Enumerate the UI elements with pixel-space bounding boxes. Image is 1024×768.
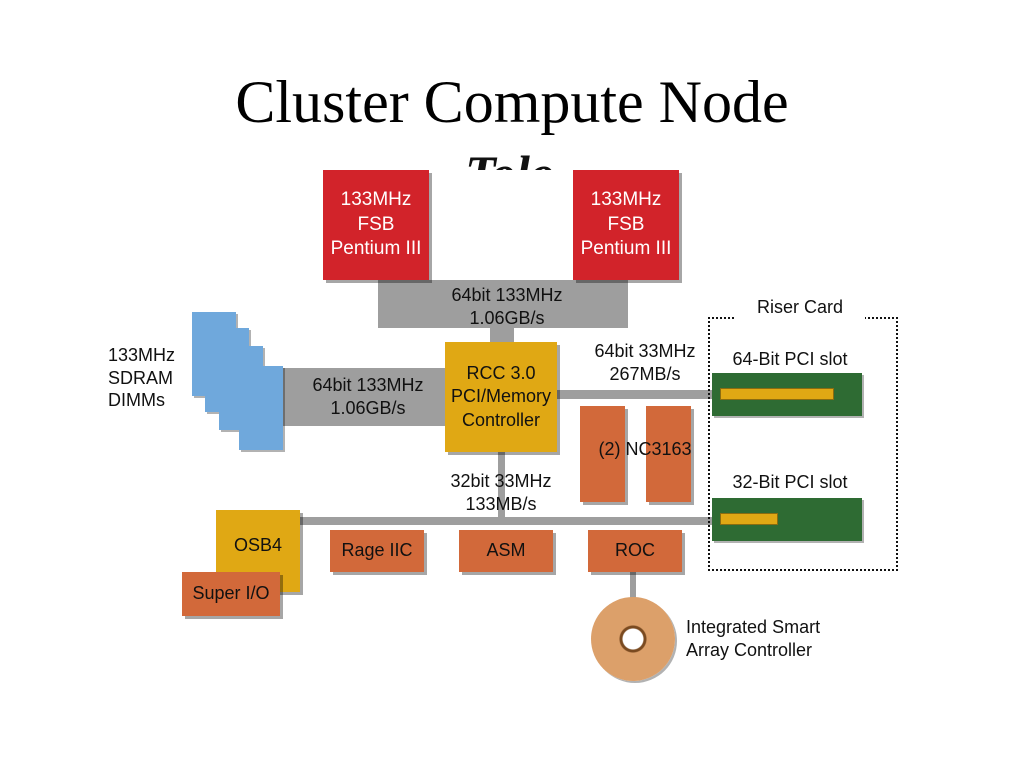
pci-slot-32-connector — [720, 513, 778, 525]
roc-chip: ROC — [588, 530, 682, 572]
pci32-bus-label-line1: 32bit 33MHz — [450, 471, 552, 491]
slot-64-label: 64-Bit PCI slot — [732, 349, 848, 369]
nic-chip-2 — [646, 406, 691, 502]
dimms-label-line2: SDRAM — [108, 367, 174, 388]
slide-subtitle: Tolo — [430, 148, 590, 170]
super-io-label: Super I/O — [192, 583, 270, 604]
cpu-left-line2: FSB — [357, 213, 395, 235]
dimm-module-4 — [239, 366, 283, 450]
pci64-bus-label-line2: 267MB/s — [609, 363, 681, 384]
cpu-left-line1: 133MHz — [340, 188, 412, 210]
pci-slot-64 — [712, 373, 862, 416]
pci64-bus-label-line1: 64bit 33MHz — [594, 341, 696, 361]
slide-subtitle-clip: Tolo — [430, 148, 590, 170]
roc-label: ROC — [615, 540, 655, 561]
cpu-right-line2: FSB — [607, 213, 645, 235]
controller-line2: PCI/Memory — [450, 386, 551, 407]
osb4-label: OSB4 — [234, 535, 283, 555]
controller-down-bus — [498, 450, 505, 522]
asm-label: ASM — [486, 540, 526, 561]
rcc-controller: RCC 3.0 PCI/Memory Controller — [445, 342, 557, 452]
memory-bus — [283, 368, 447, 426]
roc-to-array-bus — [630, 570, 636, 610]
fsb-bus — [378, 280, 628, 328]
rage-chip: Rage IIC — [330, 530, 424, 572]
rage-label: Rage IIC — [341, 540, 413, 561]
riser-card-label: Riser Card — [735, 296, 865, 319]
dimms-label-line1: 133MHz — [108, 345, 176, 365]
pci-slot-32 — [712, 498, 862, 541]
controller-line1: RCC 3.0 — [466, 362, 536, 383]
pci32-bus-label-line2: 133MB/s — [465, 493, 537, 514]
cpu-right-line3: Pentium III — [580, 238, 672, 260]
array-controller-label-line2: Array Controller — [686, 639, 813, 660]
array-controller-label-line1: Integrated Smart — [686, 617, 821, 637]
pci64-bus — [556, 390, 716, 399]
array-controller-label: Integrated Smart Array Controller — [686, 616, 846, 661]
controller-line3: Controller — [461, 409, 541, 430]
cpu-left-line3: Pentium III — [330, 238, 422, 260]
memory-bus-label-line2: 1.06GB/s — [330, 397, 406, 418]
dimms-label-line3: DIMMs — [108, 390, 165, 410]
slide-title: Cluster Compute Node — [235, 69, 789, 135]
fsb-to-controller-bus — [490, 326, 514, 344]
memory-bus-label: 64bit 133MHz 1.06GB/s — [298, 374, 438, 419]
cpu-right: 133MHz FSB Pentium III — [573, 170, 679, 280]
pci-slot-64-connector — [720, 388, 834, 400]
nic-chip-1 — [580, 406, 625, 502]
fsb-bus-label-line2: 1.06GB/s — [469, 307, 545, 328]
fsb-bus-label-line1: 64bit 133MHz — [451, 285, 563, 305]
pci32-bus — [298, 517, 716, 525]
super-io-chip: Super I/O — [182, 572, 280, 616]
nic-label: (2) NC3163 — [598, 439, 692, 459]
pci64-bus-label: 64bit 33MHz 267MB/s — [580, 340, 710, 385]
asm-chip: ASM — [459, 530, 553, 572]
cpu-right-line1: 133MHz — [590, 188, 662, 210]
cpu-left: 133MHz FSB Pentium III — [323, 170, 429, 280]
memory-bus-label-line1: 64bit 133MHz — [312, 375, 424, 395]
pci32-bus-label: 32bit 33MHz 133MB/s — [436, 470, 566, 515]
fsb-bus-label: 64bit 133MHz 1.06GB/s — [437, 284, 577, 329]
dimms-label: 133MHz SDRAM DIMMs — [108, 344, 198, 412]
slot-32-label: 32-Bit PCI slot — [732, 472, 848, 492]
disk-icon — [591, 597, 675, 681]
